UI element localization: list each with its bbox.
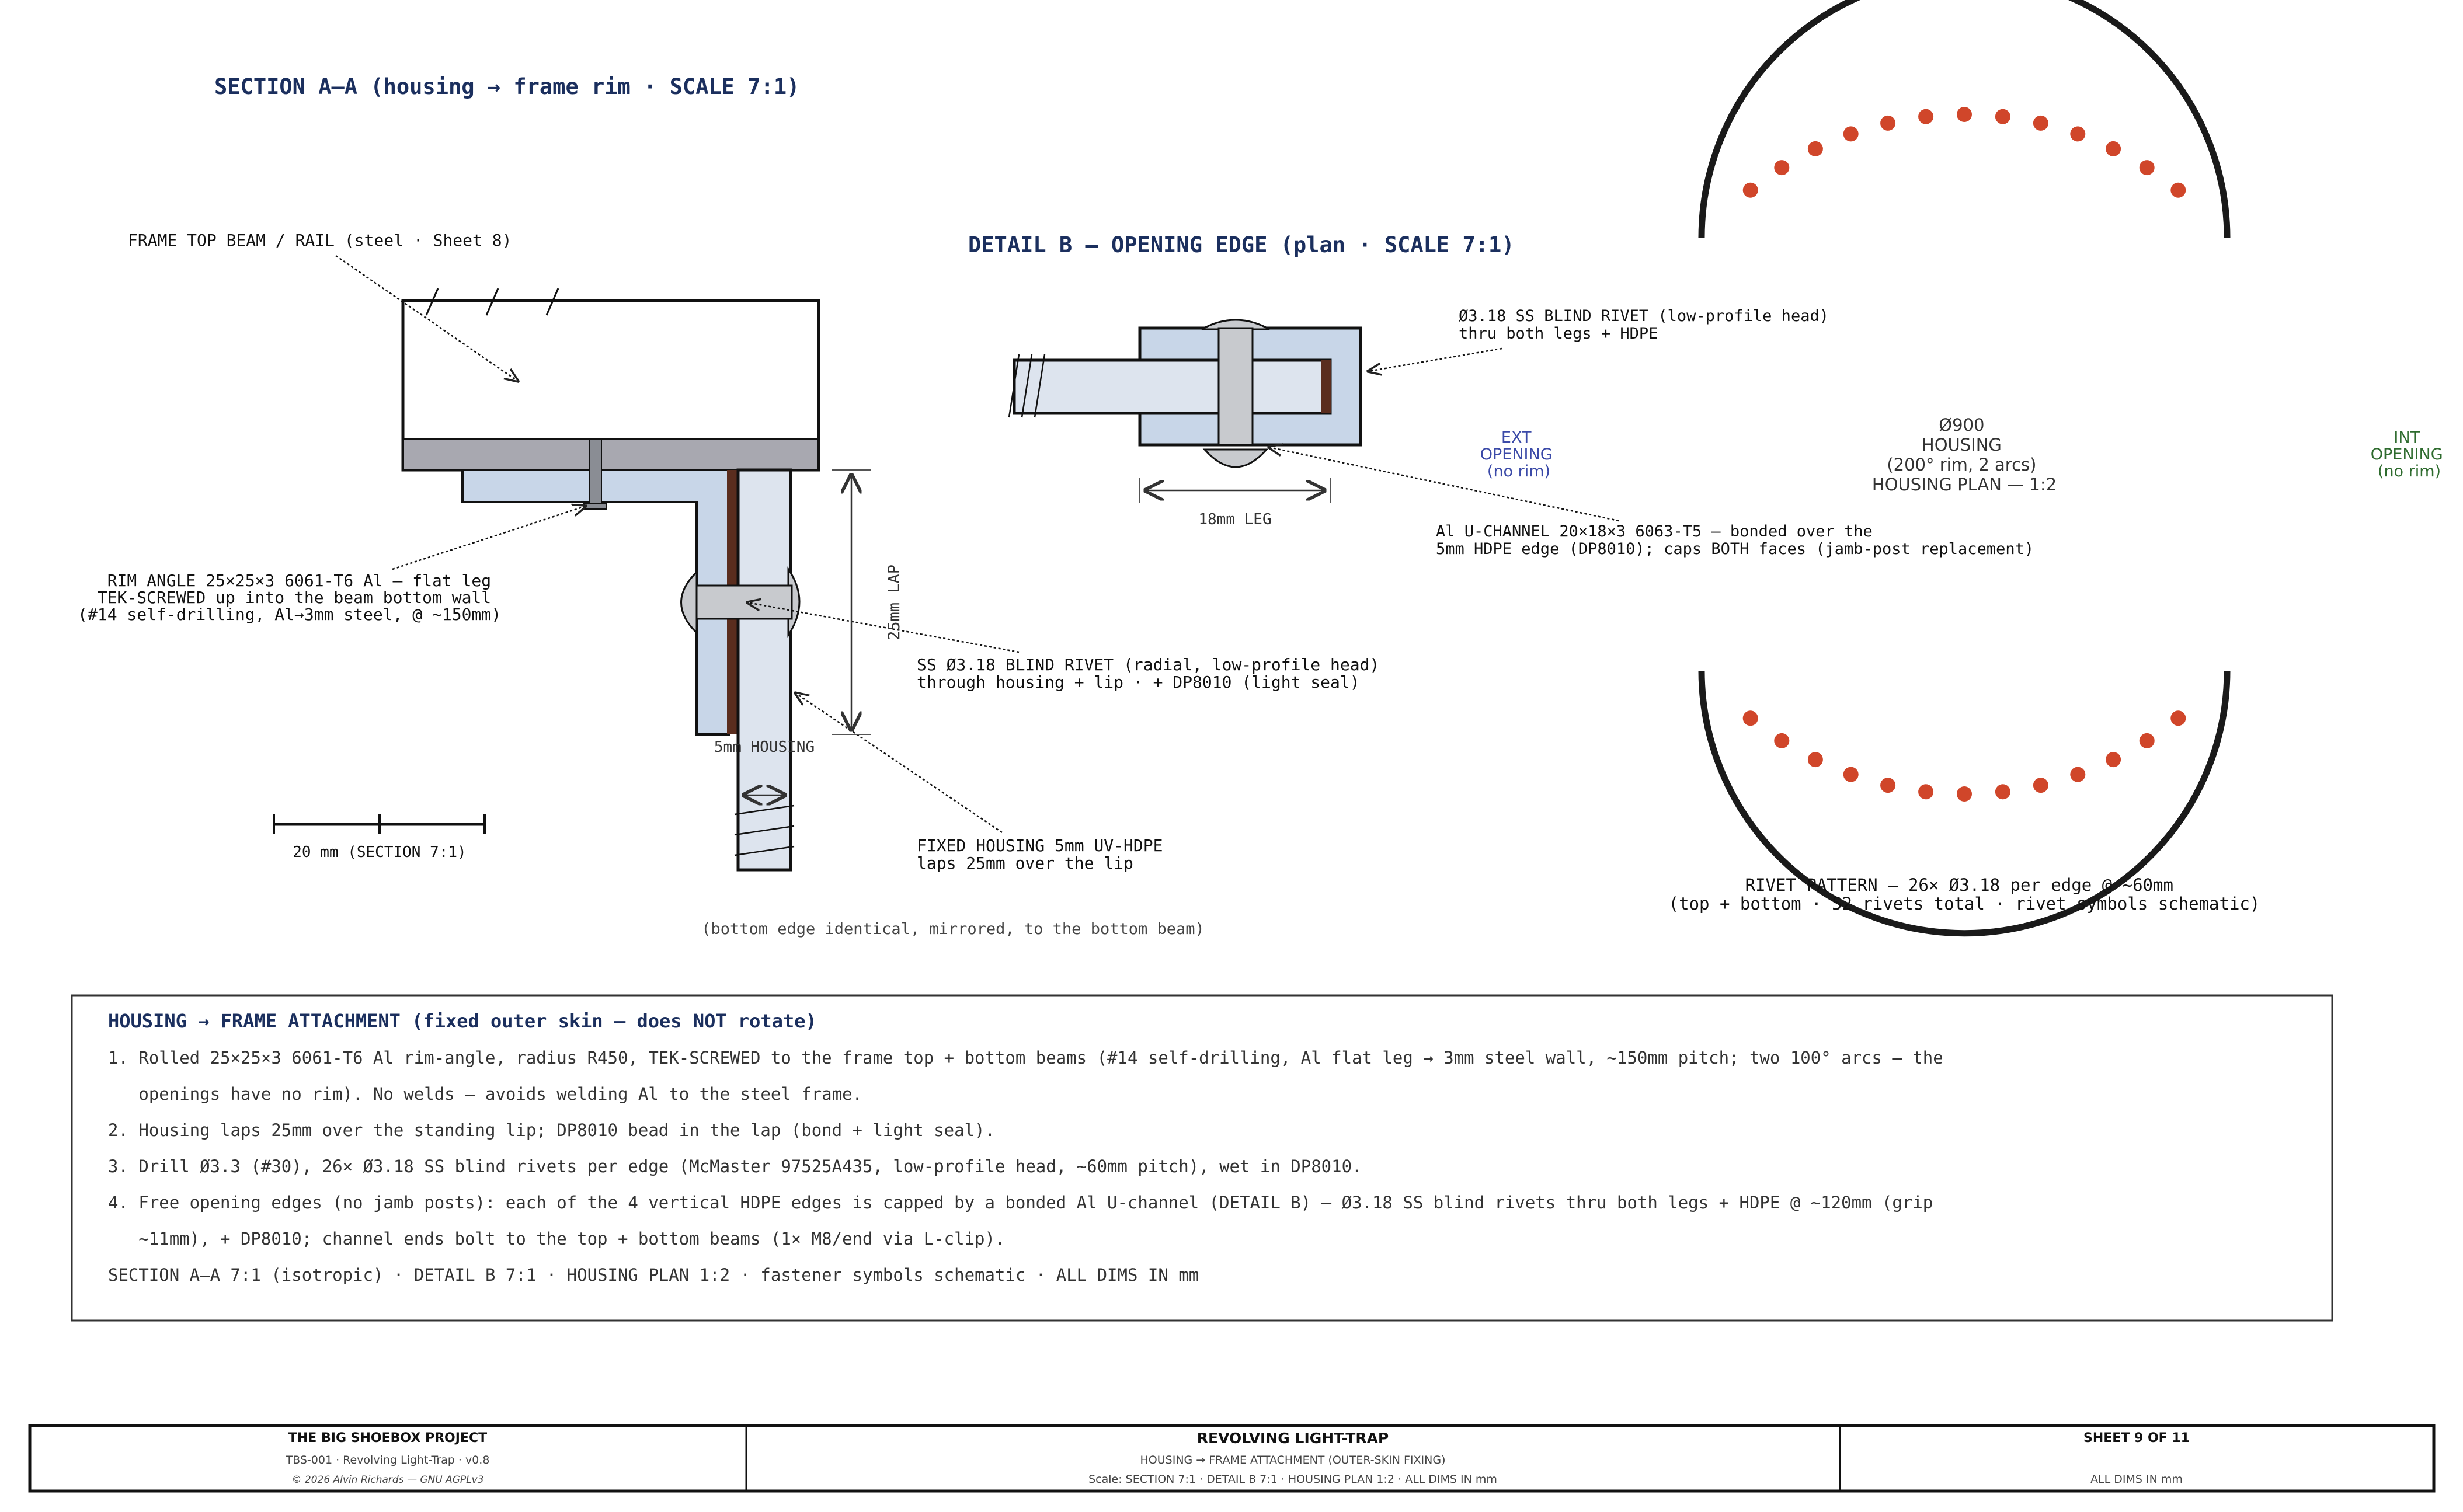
bottom-rim-arc	[1698, 670, 2231, 937]
leg-dimension: 18mm LEG	[1139, 478, 1331, 528]
bottom-rivet-row	[1742, 710, 2186, 802]
detail-bead	[1321, 360, 1331, 413]
top-rivet-row	[1742, 107, 2186, 198]
top-rivet-10	[2070, 126, 2086, 142]
top-rivet-9	[2033, 115, 2048, 131]
bottom-rivet-2	[1774, 733, 1790, 748]
rivet-pattern-caption: RIVET PATTERN — 26× Ø3.18 per edge @ ~60…	[1669, 875, 2260, 914]
bottom-rivet-6	[1918, 784, 1934, 800]
bottom-rivet-5	[1880, 778, 1896, 793]
lap-dim-label: 25mm LAP	[885, 565, 903, 640]
int-opening-label: INT OPENING (no rim)	[2371, 428, 2448, 480]
bottom-rivet-1	[1742, 710, 1758, 726]
title-block: THE BIG SHOEBOX PROJECT TBS-001 · Revolv…	[28, 1424, 2436, 1493]
top-rivet-5	[1880, 115, 1896, 131]
u-channel-label: Al U-CHANNEL 20×18×3 6063-T5 — bonded ov…	[1436, 522, 2034, 558]
bottom-rivet-7	[1957, 786, 1972, 802]
sheet-scale: Scale: SECTION 7:1 · DETAIL B 7:1 · HOUS…	[1088, 1473, 1497, 1486]
scale-bar: 20 mm (SECTION 7:1)	[273, 814, 486, 861]
detail-rivet-label: Ø3.18 SS BLIND RIVET (low-profile head) …	[1459, 307, 1838, 343]
top-rivet-3	[1807, 141, 1823, 156]
section-a-title: SECTION A–A (housing → frame rim · SCALE…	[214, 74, 799, 99]
plan-center-label: Ø900 HOUSING (200° rim, 2 arcs) HOUSING …	[1872, 415, 2057, 494]
ext-opening-label: EXT OPENING (no rim)	[1480, 428, 1557, 480]
blind-rivet-icon	[680, 566, 801, 639]
sheet-dims: ALL DIMS IN mm	[2090, 1473, 2183, 1486]
bottom-rivet-3	[1807, 752, 1823, 768]
bottom-rivet-10	[2070, 767, 2086, 782]
hdpe-edge	[1013, 358, 1332, 415]
frame-top-beam	[401, 288, 820, 472]
notes-line-5: 4. Free opening edges (no jamb posts): e…	[108, 1193, 1933, 1213]
copyright: © 2026 Alvin Richards — GNU AGPLv3	[291, 1474, 483, 1486]
bottom-rivet-9	[2033, 778, 2048, 793]
scale-bar-label: 20 mm (SECTION 7:1)	[293, 844, 466, 861]
rim-angle-label: RIM ANGLE 25×25×3 6061-T6 Al — flat leg …	[78, 571, 501, 624]
beam-bottom-wall	[402, 438, 820, 471]
notes-line-2: openings have no rim). No welds — avoids…	[108, 1084, 862, 1104]
top-rivet-4	[1843, 126, 1859, 142]
top-rivet-13	[2170, 182, 2186, 198]
detail-b: DETAIL B — OPENING EDGE (plan · SCALE 7:…	[968, 232, 2034, 558]
lap-dimension: 25mm LAP	[832, 469, 903, 735]
notes-line-7: SECTION A–A 7:1 (isotropic) · DETAIL B 7…	[108, 1265, 1199, 1285]
notes-line-1: 1. Rolled 25×25×3 6061-T6 Al rim-angle, …	[108, 1048, 1943, 1068]
top-rivet-12	[2139, 160, 2155, 176]
detail-b-title: DETAIL B — OPENING EDGE (plan · SCALE 7:…	[968, 232, 1515, 257]
detail-rivet-icon	[1201, 319, 1270, 468]
notes-box: HOUSING → FRAME ATTACHMENT (fixed outer …	[71, 994, 2333, 1322]
section-a: SECTION A–A (housing → frame rim · SCALE…	[78, 74, 1389, 938]
top-rivet-6	[1918, 109, 1934, 124]
section-rivet-label: SS Ø3.18 BLIND RIVET (radial, low-profil…	[917, 655, 1389, 692]
notes-line-3: 2. Housing laps 25mm over the standing l…	[108, 1120, 995, 1140]
leg-dim-label: 18mm LEG	[1198, 511, 1271, 528]
notes-line-4: 3. Drill Ø3.3 (#30), 26× Ø3.18 SS blind …	[108, 1156, 1362, 1176]
housing-dimension: 5mm HOUSING	[714, 738, 815, 795]
bottom-rivet-11	[2106, 752, 2121, 768]
doc-id: TBS-001 · Revolving Light-Trap · v0.8	[286, 1454, 490, 1466]
top-rivet-7	[1957, 107, 1972, 122]
bottom-rivet-4	[1843, 767, 1859, 782]
top-rivet-2	[1774, 160, 1790, 176]
bottom-rivet-12	[2139, 733, 2155, 748]
bottom-rivet-8	[1995, 784, 2010, 800]
notes-title: HOUSING → FRAME ATTACHMENT (fixed outer …	[108, 1010, 817, 1032]
housing-dim-label: 5mm HOUSING	[714, 738, 815, 756]
sheet-subtitle: HOUSING → FRAME ATTACHMENT (OUTER-SKIN F…	[1140, 1454, 1446, 1466]
top-rivet-1	[1742, 182, 1758, 198]
sheet-title: REVOLVING LIGHT-TRAP	[1197, 1430, 1389, 1447]
frame-beam-label: FRAME TOP BEAM / RAIL (steel · Sheet 8)	[128, 231, 512, 250]
housing-plan: EXT OPENING (no rim) INT OPENING (no rim…	[1480, 0, 2448, 937]
top-rivet-11	[2106, 141, 2121, 156]
top-rivet-8	[1995, 109, 2010, 124]
bottom-rivet-13	[2170, 710, 2186, 726]
bottom-edge-note: (bottom edge identical, mirrored, to the…	[701, 920, 1205, 938]
housing-label: FIXED HOUSING 5mm UV-HDPE laps 25mm over…	[917, 836, 1173, 873]
notes-line-6: ~11mm), + DP8010; channel ends bolt to t…	[108, 1229, 1005, 1249]
top-rim-arc	[1698, 0, 2231, 238]
project-name: THE BIG SHOEBOX PROJECT	[288, 1431, 487, 1445]
sheet-number: SHEET 9 OF 11	[2083, 1431, 2190, 1445]
